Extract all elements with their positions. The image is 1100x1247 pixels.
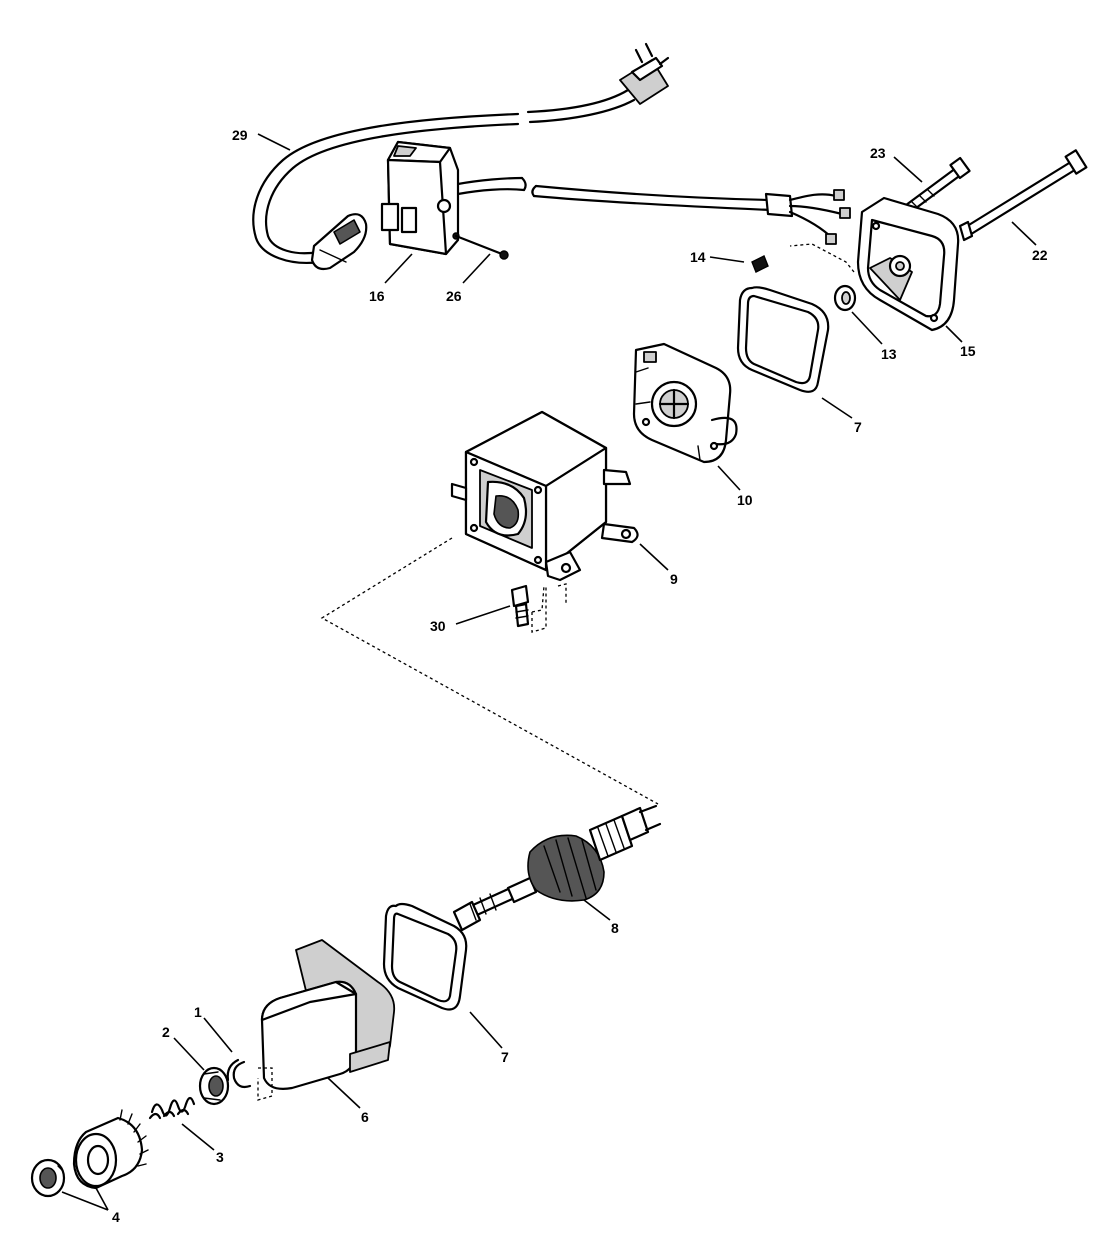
callout-3: 3 xyxy=(216,1149,224,1165)
retaining-ring-1 xyxy=(226,1058,252,1089)
callout-7-top: 7 xyxy=(854,419,862,435)
drive-end-cap-6 xyxy=(260,939,396,1090)
callout-labels: 29 16 26 23 22 14 13 15 7 10 9 30 8 7 6 … xyxy=(112,127,1048,1225)
nut-4 xyxy=(30,1158,66,1198)
callout-9: 9 xyxy=(670,571,678,587)
callout-14: 14 xyxy=(690,249,706,265)
callout-15: 15 xyxy=(960,343,976,359)
bolt-22 xyxy=(958,149,1088,242)
motor-housing-9 xyxy=(450,410,639,582)
screw-30 xyxy=(510,584,530,628)
end-cap-15 xyxy=(856,196,960,332)
callout-16: 16 xyxy=(369,288,385,304)
callout-1: 1 xyxy=(194,1004,202,1020)
spring-3 xyxy=(148,1096,196,1120)
callout-2: 2 xyxy=(162,1024,170,1040)
plug-icon xyxy=(619,42,670,105)
callout-10: 10 xyxy=(737,492,753,508)
washer-13 xyxy=(833,284,857,312)
cord-wire-ends xyxy=(764,189,851,245)
armature-8 xyxy=(452,804,662,932)
brush-plate-10 xyxy=(632,342,738,464)
screw-14 xyxy=(751,255,769,273)
leader-lines xyxy=(61,133,1037,1211)
callout-13: 13 xyxy=(881,346,897,362)
collar-2 xyxy=(198,1066,230,1106)
gasket-7-bottom xyxy=(382,902,468,1011)
screw-26 xyxy=(454,234,509,260)
callout-6: 6 xyxy=(361,1109,369,1125)
callout-26: 26 xyxy=(446,288,462,304)
callout-29: 29 xyxy=(232,127,248,143)
callout-23: 23 xyxy=(870,145,886,161)
callout-4: 4 xyxy=(112,1209,120,1225)
callout-30: 30 xyxy=(430,618,446,634)
assembly-lines xyxy=(257,243,855,1101)
switch-box-16 xyxy=(380,140,460,256)
power-cord-29 xyxy=(252,88,772,264)
cord-strain-relief xyxy=(310,213,368,271)
callout-8: 8 xyxy=(611,920,619,936)
gasket-7-top xyxy=(736,286,830,393)
callout-22: 22 xyxy=(1032,247,1048,263)
callout-7-bottom: 7 xyxy=(501,1049,509,1065)
bolt-23 xyxy=(900,156,971,216)
drive-gear-4 xyxy=(72,1109,149,1190)
